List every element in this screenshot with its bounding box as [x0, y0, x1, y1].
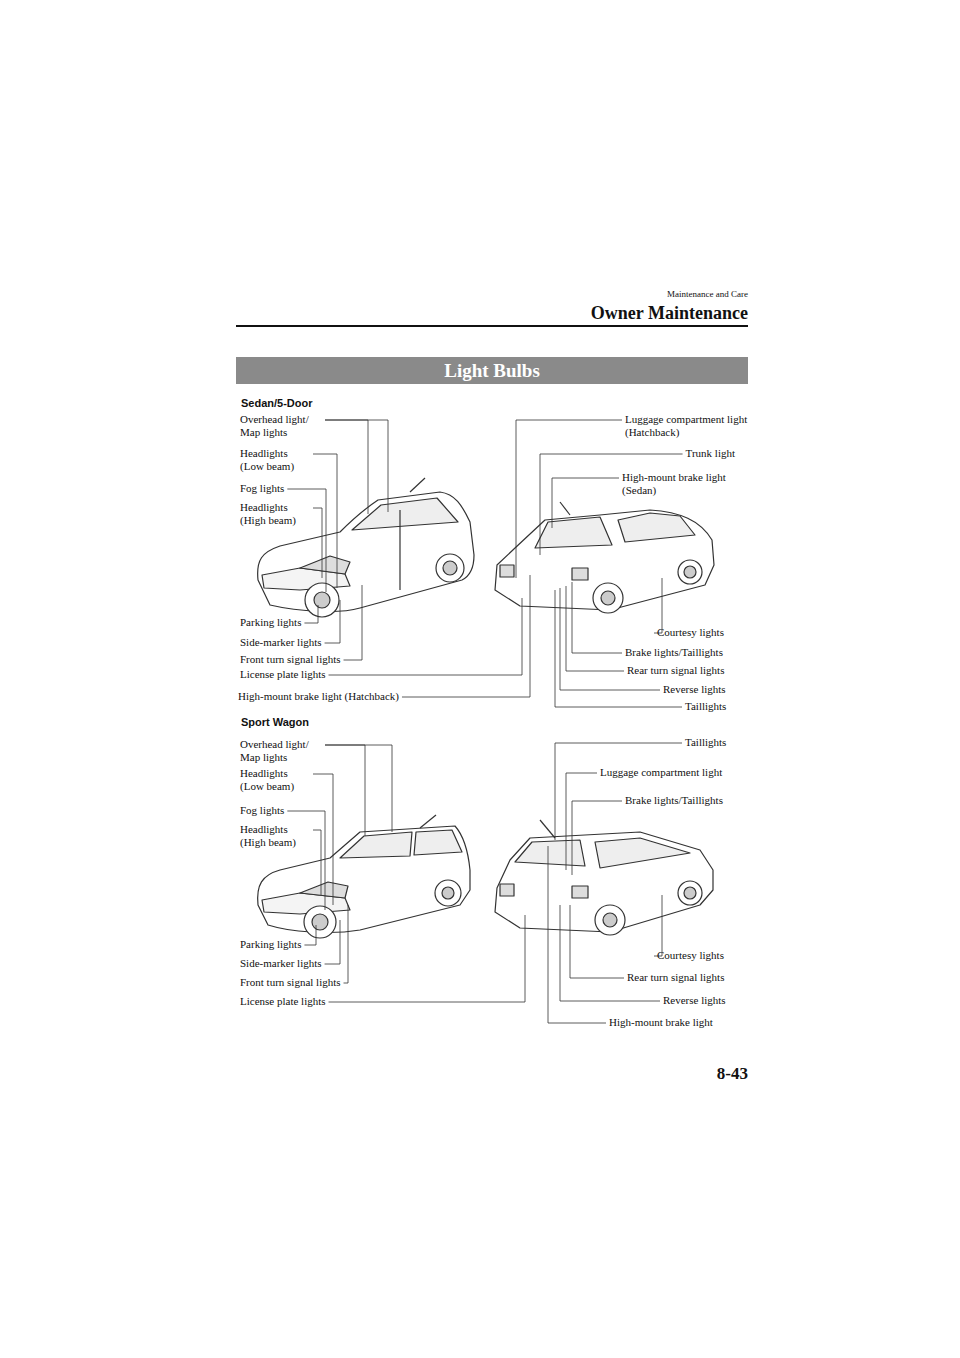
- part-label: Overhead light/ Map lights: [240, 413, 322, 439]
- part-label: Courtesy lights: [657, 626, 724, 639]
- leader-line: [654, 895, 662, 956]
- part-label: Taillights: [685, 736, 726, 749]
- part-label: High-mount brake light (Hatchback): [238, 690, 399, 703]
- part-label: Rear turn signal lights: [627, 971, 724, 984]
- part-label: Brake lights/Taillights: [625, 646, 723, 659]
- banner-title: Light Bulbs: [236, 359, 748, 382]
- leader-line: [325, 745, 365, 836]
- part-label: Side-marker lights: [240, 636, 322, 649]
- page-number: 8-43: [717, 1064, 748, 1084]
- leader-line: [329, 915, 525, 1002]
- page-header: Maintenance and Care: [667, 289, 748, 300]
- header-rule: [236, 325, 748, 327]
- leader-line: [555, 743, 682, 840]
- sedan-rear: [495, 502, 714, 613]
- leader-line: [287, 811, 325, 910]
- part-label: Fog lights: [240, 482, 284, 495]
- section-heading: Sport Wagon: [241, 716, 309, 729]
- section-banner: Light Bulbs: [236, 357, 748, 384]
- part-label: Headlights (Low beam): [240, 447, 310, 473]
- part-label: Luggage compartment light: [600, 766, 722, 779]
- part-label: Fog lights: [240, 804, 284, 817]
- wagon-front: [258, 815, 470, 938]
- part-label: Brake lights/Taillights: [625, 794, 723, 807]
- leader-line: [548, 846, 606, 1023]
- leader-line: [287, 489, 326, 592]
- leader-line: [516, 420, 622, 578]
- leader-line: [566, 773, 597, 870]
- leader-line: [552, 478, 619, 528]
- part-label: Front turn signal lights: [240, 653, 341, 666]
- leader-line: [304, 925, 316, 945]
- part-label: High-mount brake light: [609, 1016, 713, 1029]
- part-label: Courtesy lights: [657, 949, 724, 962]
- leader-line: [313, 830, 321, 895]
- part-label: Headlights (High beam): [240, 823, 310, 849]
- leader-line: [325, 600, 340, 643]
- part-label: Luggage compartment light (Hatchback): [625, 413, 750, 439]
- part-label: Trunk light: [686, 447, 735, 460]
- leader-line: [325, 420, 388, 512]
- leader-line: [402, 575, 530, 697]
- part-label: Reverse lights: [663, 994, 726, 1007]
- sedan-front: [258, 478, 474, 617]
- leader-line: [572, 582, 622, 653]
- part-label: Rear turn signal lights: [627, 664, 724, 677]
- leader-line: [570, 905, 624, 978]
- page-header: Owner Maintenance: [591, 302, 748, 324]
- leader-line: [304, 605, 318, 623]
- part-label: License plate lights: [240, 668, 326, 681]
- leader-line: [325, 920, 340, 964]
- leader-line: [560, 905, 660, 1001]
- part-label: Reverse lights: [663, 683, 726, 696]
- part-label: Headlights (Low beam): [240, 767, 310, 793]
- leader-line: [313, 454, 337, 588]
- leader-line: [325, 745, 392, 832]
- part-label: Overhead light/ Map lights: [240, 738, 322, 764]
- part-label: Parking lights: [240, 616, 301, 629]
- leader-line: [313, 508, 322, 578]
- leader-line: [325, 420, 368, 514]
- part-label: High-mount brake light (Sedan): [622, 471, 747, 497]
- leader-line: [329, 598, 522, 675]
- leader-line: [654, 578, 662, 633]
- part-label: Front turn signal lights: [240, 976, 341, 989]
- wagon-rear: [495, 820, 713, 935]
- part-label: Side-marker lights: [240, 957, 322, 970]
- leader-line: [313, 774, 333, 905]
- part-label: Parking lights: [240, 938, 301, 951]
- part-label: Headlights (High beam): [240, 501, 310, 527]
- section-heading: Sedan/5-Door: [241, 397, 313, 410]
- leader-line: [572, 801, 622, 875]
- leader-line: [344, 585, 362, 660]
- part-label: License plate lights: [240, 995, 326, 1008]
- leader-line: [566, 586, 624, 671]
- leader-line: [540, 454, 683, 555]
- part-label: Taillights: [685, 700, 726, 713]
- leader-line: [344, 905, 348, 983]
